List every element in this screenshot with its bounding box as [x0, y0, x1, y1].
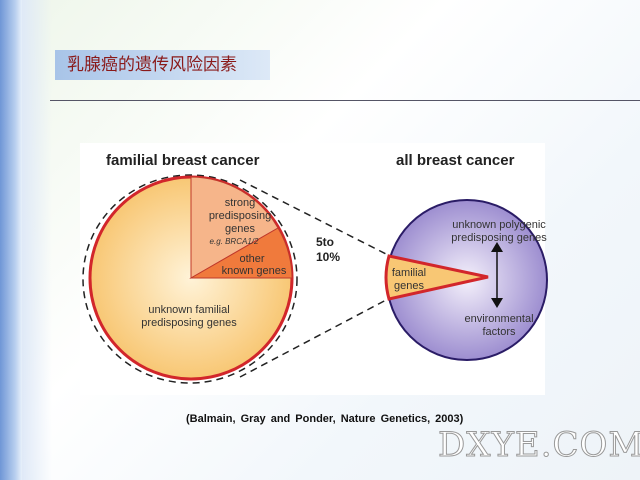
divider [50, 100, 640, 101]
unknown-familial-2: predisposing genes [141, 317, 237, 329]
familial-wedge [384, 254, 489, 301]
other-label-1: other [239, 253, 264, 265]
left-heading: familial breast cancer [106, 152, 260, 169]
sidebar-fade [22, 0, 52, 480]
polygenic-label-1: unknown polygenic [452, 219, 546, 231]
familial-label-1: familial [392, 267, 426, 279]
familial-label-2: genes [394, 280, 424, 292]
strong-genes-slice [190, 176, 279, 279]
pct-label-1: 5to [316, 235, 334, 249]
environmental-label-2: factors [482, 326, 516, 338]
strong-label-3: genes [225, 223, 255, 235]
slide-title: 乳腺癌的遗传风险因素 [55, 50, 270, 80]
other-label-2: known genes [222, 265, 287, 277]
citation: (Balmain, Gray and Ponder, Nature Geneti… [186, 413, 464, 425]
dashed-connector-bottom [239, 298, 389, 378]
dashed-connector-top [239, 179, 389, 256]
environmental-label-1: environmental [464, 313, 533, 325]
pct-label-2: 10% [316, 250, 340, 264]
strong-label-2: predisposing [209, 210, 271, 222]
sidebar-decoration [0, 0, 22, 480]
unknown-familial-1: unknown familial [148, 304, 229, 316]
polygenic-label-2: predisposing genes [451, 232, 547, 244]
right-heading: all breast cancer [396, 152, 515, 169]
strong-label-1: strong [225, 197, 256, 209]
watermark-logo: DXYE.COM [437, 425, 640, 466]
other-genes-slice [189, 227, 293, 279]
dashed-outline [82, 174, 298, 384]
strong-example: e.g. BRCA1/2 [210, 237, 259, 246]
